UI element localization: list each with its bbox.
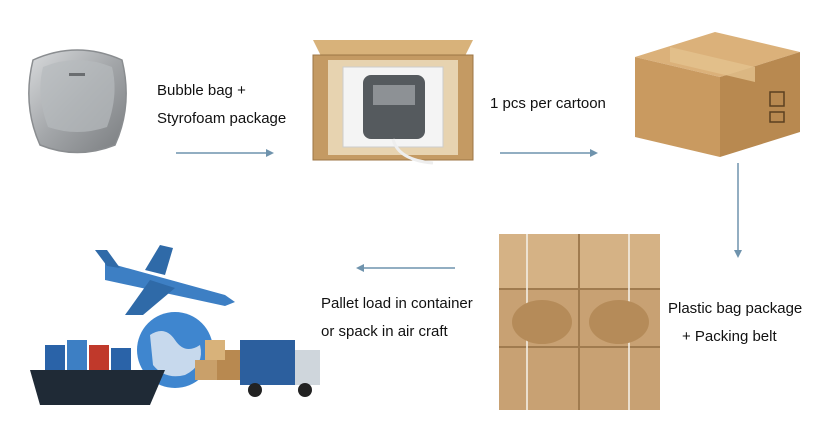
label-line: Bubble bag +	[157, 82, 246, 99]
transport-image	[25, 240, 325, 435]
arrow-1-head	[266, 149, 274, 157]
arrow-3-head	[734, 250, 742, 258]
label-line: Styrofoam package	[157, 110, 287, 127]
open-box-image	[303, 35, 483, 165]
step-label-bubble-bag: Bubble bag + Styrofoam package	[157, 77, 286, 133]
step-label-plastic-bag: Plastic bag package + Packing belt	[668, 295, 802, 351]
arrow-4-head	[356, 264, 364, 272]
closed-carton-image	[620, 22, 810, 162]
label-line: or spack in air craft	[321, 323, 448, 340]
label-line: Plastic bag package	[668, 300, 803, 317]
step-label-per-carton: 1 pcs per cartoon	[490, 90, 606, 118]
pallet-cartons-image	[497, 232, 662, 412]
label-line: Pallet load in container	[321, 295, 473, 312]
label-line: 1 pcs per cartoon	[490, 95, 606, 112]
arrow-2-head	[590, 149, 598, 157]
label-line: + Packing belt	[682, 328, 777, 345]
hand-dryer-image	[15, 35, 140, 160]
step-label-pallet-load: Pallet load in container or spack in air…	[321, 290, 473, 346]
